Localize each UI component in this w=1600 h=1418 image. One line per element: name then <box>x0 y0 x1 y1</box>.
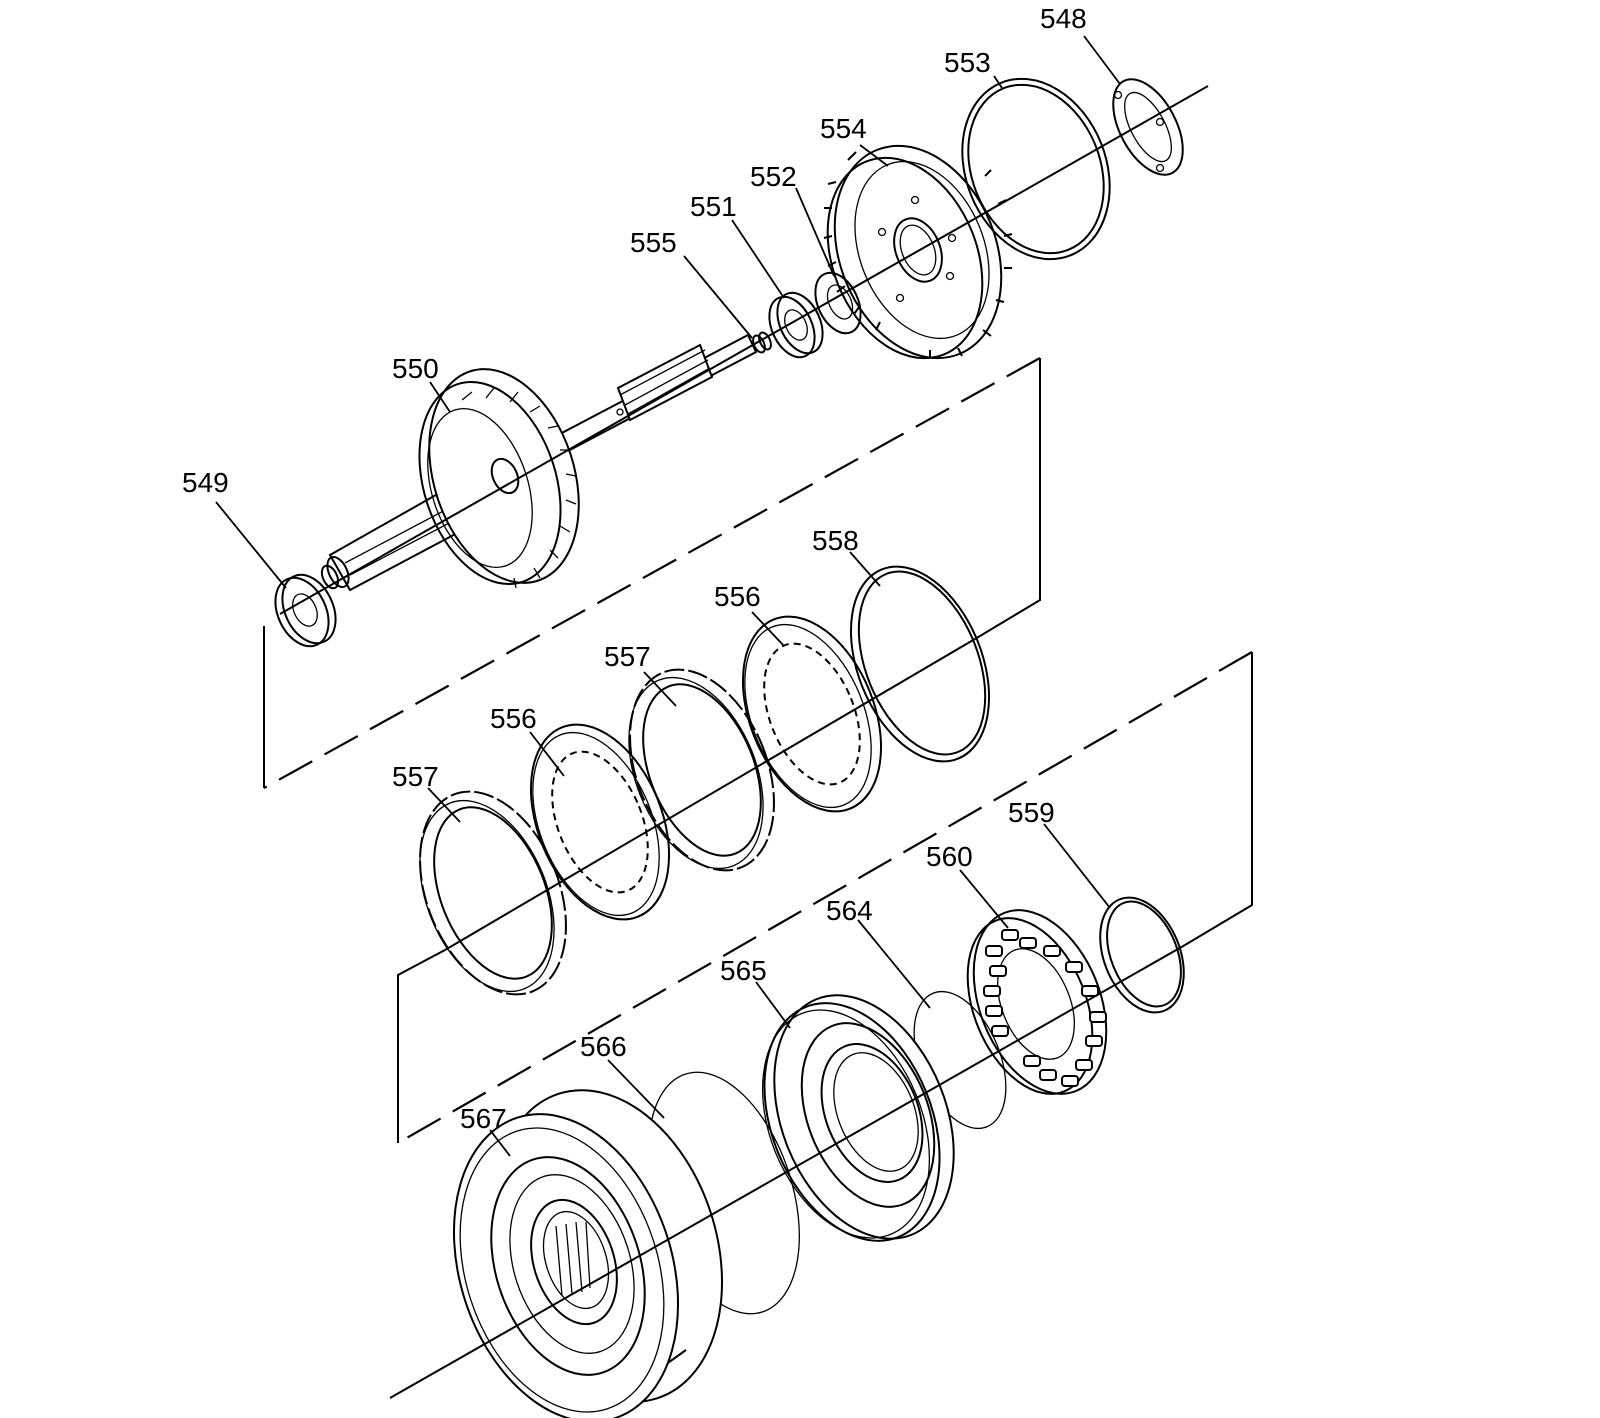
part-558-snap-ring <box>849 565 991 763</box>
return-springs <box>983 929 1107 1087</box>
part-557-friction-plate-lower <box>419 790 567 996</box>
callout-560: 560 <box>926 841 973 872</box>
callout-565: 565 <box>720 955 767 986</box>
callout-556-upper: 556 <box>714 581 761 612</box>
part-567-clutch-housing <box>452 1089 723 1418</box>
part-553-snap-ring <box>961 77 1111 261</box>
part-565-piston <box>761 994 955 1242</box>
part-559-snap-ring <box>1099 896 1185 1014</box>
callout-labels: 548 553 554 552 551 555 550 549 558 556 … <box>182 3 1087 1134</box>
callout-leaders <box>215 35 1121 1157</box>
callout-564: 564 <box>826 895 873 926</box>
callout-555: 555 <box>630 227 677 258</box>
callout-549: 549 <box>182 467 229 498</box>
part-556-steel-plate-lower <box>529 723 671 921</box>
callout-557-upper: 557 <box>604 641 651 672</box>
callout-550: 550 <box>392 353 439 384</box>
part-557-friction-plate-upper <box>628 668 775 872</box>
callout-559: 559 <box>1008 797 1055 828</box>
assembly-guide-frame-upper <box>263 357 1041 789</box>
callout-554: 554 <box>820 113 867 144</box>
callout-558: 558 <box>812 525 859 556</box>
part-548-thrust-washer <box>1112 78 1184 176</box>
callout-548: 548 <box>1040 3 1087 34</box>
part-560-return-spring-assembly <box>966 909 1108 1095</box>
callout-556-lower: 556 <box>490 703 537 734</box>
assembly-guide-frame-lower <box>397 651 1253 1144</box>
callout-566: 566 <box>580 1031 627 1062</box>
part-552-thrust-bearing <box>814 271 862 335</box>
callout-567: 567 <box>460 1103 507 1134</box>
part-551-thrust-washer <box>768 291 824 359</box>
callout-553: 553 <box>944 47 991 78</box>
callout-552: 552 <box>750 161 797 192</box>
axis-lines <box>279 85 1209 1399</box>
part-550-gear <box>418 368 580 589</box>
callout-551: 551 <box>690 191 737 222</box>
callout-557-lower: 557 <box>392 761 439 792</box>
part-549-thrust-washer <box>274 573 337 648</box>
part-555-snap-ring <box>752 331 772 354</box>
